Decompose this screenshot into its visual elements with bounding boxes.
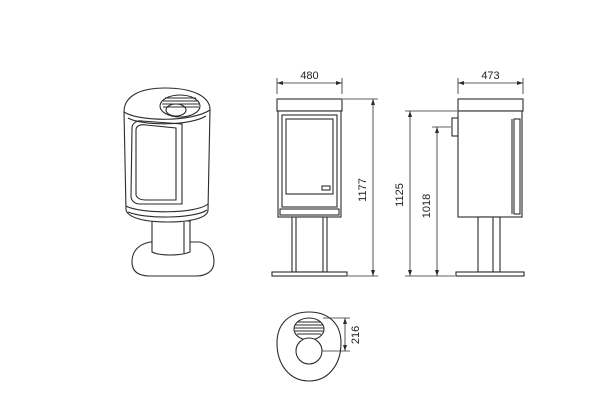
side-pedestal xyxy=(477,216,501,273)
top-offset-label: 216 xyxy=(350,326,362,344)
front-door-glass xyxy=(285,118,334,195)
top-view-grille xyxy=(293,317,325,341)
front-door xyxy=(281,114,338,208)
door-height-label: 1018 xyxy=(421,194,433,218)
side-top-cap xyxy=(457,98,524,112)
side-flue-collar xyxy=(451,117,459,137)
top-view: 216 xyxy=(276,311,362,382)
side-depth-label: 473 xyxy=(481,70,499,82)
side-height-label: 1125 xyxy=(394,183,406,207)
total-height-label: 1177 xyxy=(357,178,369,202)
side-door-profile xyxy=(513,118,521,215)
front-handle xyxy=(321,185,331,191)
top-view-flue xyxy=(295,337,323,365)
front-base-plate xyxy=(271,271,348,277)
side-view: 473 1125 1018 xyxy=(394,70,525,277)
front-width-label: 480 xyxy=(300,70,318,82)
perspective-door-glass xyxy=(135,124,177,201)
side-base-plate xyxy=(455,271,525,277)
front-pedestal xyxy=(291,216,328,273)
front-top-cap xyxy=(276,98,343,112)
perspective-pedestal xyxy=(151,220,191,256)
front-view: 480 1177 xyxy=(271,70,378,277)
perspective-view xyxy=(123,87,215,277)
front-body xyxy=(277,110,342,218)
